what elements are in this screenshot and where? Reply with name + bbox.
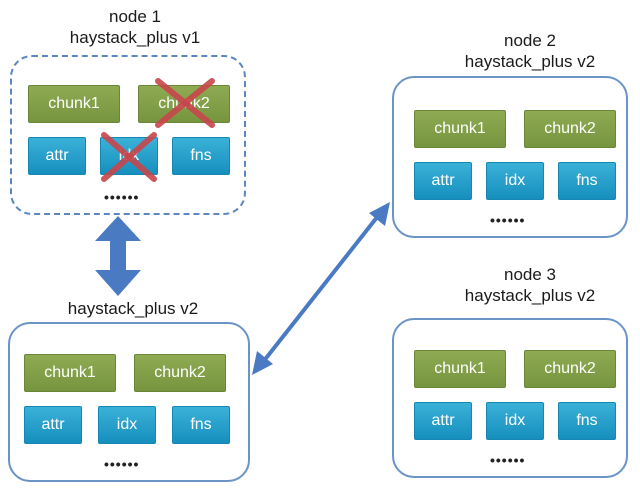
- node3-chunk2: chunk2: [524, 350, 616, 388]
- node3-more: ••••••: [490, 452, 526, 468]
- node3-version: haystack_plus v2: [464, 286, 596, 305]
- node2-chunk1: chunk1: [414, 110, 506, 148]
- node2-attr: attr: [414, 162, 472, 200]
- node1-name: node 1: [109, 7, 161, 26]
- node3-fns: fns: [558, 402, 616, 440]
- node2-idx: idx: [486, 162, 544, 200]
- node1-chunk1: chunk1: [28, 85, 120, 123]
- node1-caption: node 1 haystack_plus v1: [40, 6, 230, 48]
- node1-chunk2: chunk2: [138, 85, 230, 123]
- node1-panel: chunk1 chunk2 attr idx fns ••••••: [10, 55, 246, 215]
- node2-caption: node 2 haystack_plus v2: [430, 30, 630, 72]
- node3-caption: node 3 haystack_plus v2: [430, 264, 630, 306]
- node3-attr: attr: [414, 402, 472, 440]
- node2-chunk2: chunk2: [524, 110, 616, 148]
- node2-name: node 2: [504, 31, 556, 50]
- new-v2-chunk2: chunk2: [134, 354, 226, 392]
- node1-attr: attr: [28, 137, 86, 175]
- new-v2-caption: haystack_plus v2: [48, 298, 218, 319]
- new-v2-more: ••••••: [104, 456, 140, 472]
- new-v2-fns: fns: [172, 406, 230, 444]
- new-v2-chunk1: chunk1: [24, 354, 116, 392]
- node1-fns: fns: [172, 137, 230, 175]
- node3-chunk1: chunk1: [414, 350, 506, 388]
- node3-name: node 3: [504, 265, 556, 284]
- node3-idx: idx: [486, 402, 544, 440]
- node2-panel: chunk1 chunk2 attr idx fns ••••••: [392, 76, 628, 238]
- node3-panel: chunk1 chunk2 attr idx fns ••••••: [392, 318, 628, 478]
- node2-version: haystack_plus v2: [464, 52, 596, 71]
- vertical-double-arrow: [95, 216, 141, 296]
- new-v2-idx: idx: [98, 406, 156, 444]
- diagonal-double-arrow: [252, 202, 390, 375]
- node1-more: ••••••: [104, 189, 140, 205]
- node2-more: ••••••: [490, 212, 526, 228]
- new-v2-panel: chunk1 chunk2 attr idx fns ••••••: [8, 322, 250, 482]
- node2-fns: fns: [558, 162, 616, 200]
- node1-version: haystack_plus v1: [69, 28, 201, 47]
- new-v2-attr: attr: [24, 406, 82, 444]
- node1-idx: idx: [100, 137, 158, 175]
- new-v2-version: haystack_plus v2: [67, 299, 199, 318]
